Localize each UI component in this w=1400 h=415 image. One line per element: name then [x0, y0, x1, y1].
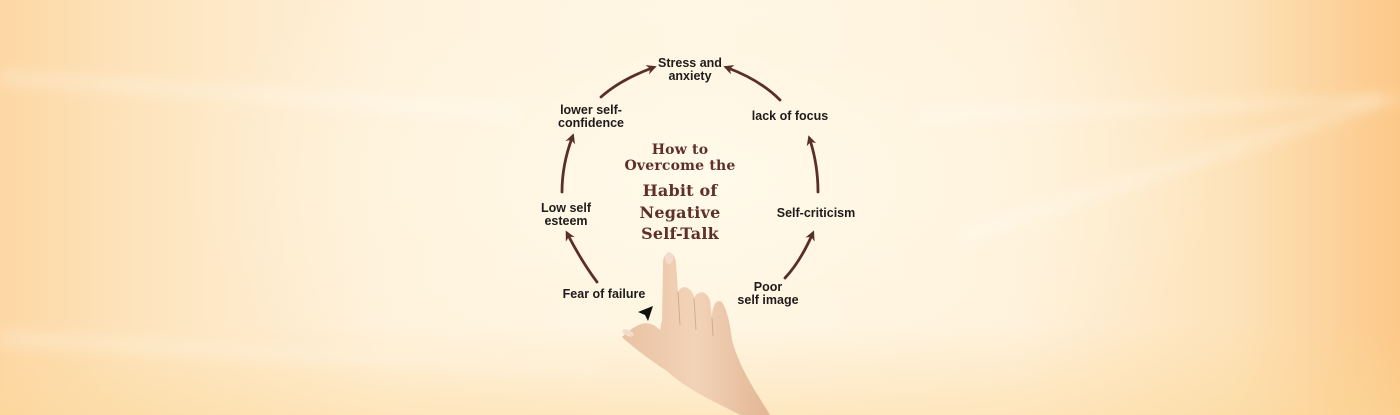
- node-text: Poor: [753, 280, 783, 294]
- node-text: Fear of failure: [562, 287, 646, 301]
- node-self-criticism: Self-criticism: [766, 207, 866, 220]
- node-lack-of-focus: lack of focus: [740, 110, 840, 123]
- node-text: anxiety: [668, 69, 712, 83]
- arrow-confidence-to-stress: [599, 65, 657, 99]
- node-text: Stress and: [658, 56, 722, 70]
- node-fear-of-failure: Fear of failure: [554, 288, 654, 301]
- arrow-image-to-criticism: [783, 230, 815, 280]
- node-text: self image: [737, 293, 799, 307]
- node-lower-self-confidence: lower self- confidence: [550, 104, 632, 130]
- diagram-title: How to Overcome the Habit of Negative Se…: [600, 142, 760, 244]
- cursor-pointer-icon: [638, 306, 653, 321]
- node-text: confidence: [558, 116, 624, 130]
- node-poor-self-image: Poor self image: [728, 281, 808, 307]
- node-low-self-esteem: Low self esteem: [528, 202, 604, 228]
- title-line: Habit of Negative: [639, 181, 721, 222]
- arrow-esteem-to-confidence: [560, 133, 575, 194]
- arrow-failure-to-esteem: [565, 230, 599, 284]
- node-text: lack of focus: [751, 109, 829, 123]
- title-line: Self-Talk: [641, 224, 719, 243]
- node-text: Low self: [540, 201, 591, 215]
- node-text: Self-criticism: [776, 206, 856, 220]
- node-text: esteem: [544, 214, 588, 228]
- title-line: How to: [651, 142, 709, 158]
- node-stress-anxiety: Stress and anxiety: [650, 57, 730, 83]
- title-line: Overcome the: [624, 158, 736, 174]
- node-text: lower self-: [560, 103, 622, 117]
- arrow-criticism-to-focus: [806, 135, 820, 194]
- arrow-focus-to-stress: [723, 65, 782, 102]
